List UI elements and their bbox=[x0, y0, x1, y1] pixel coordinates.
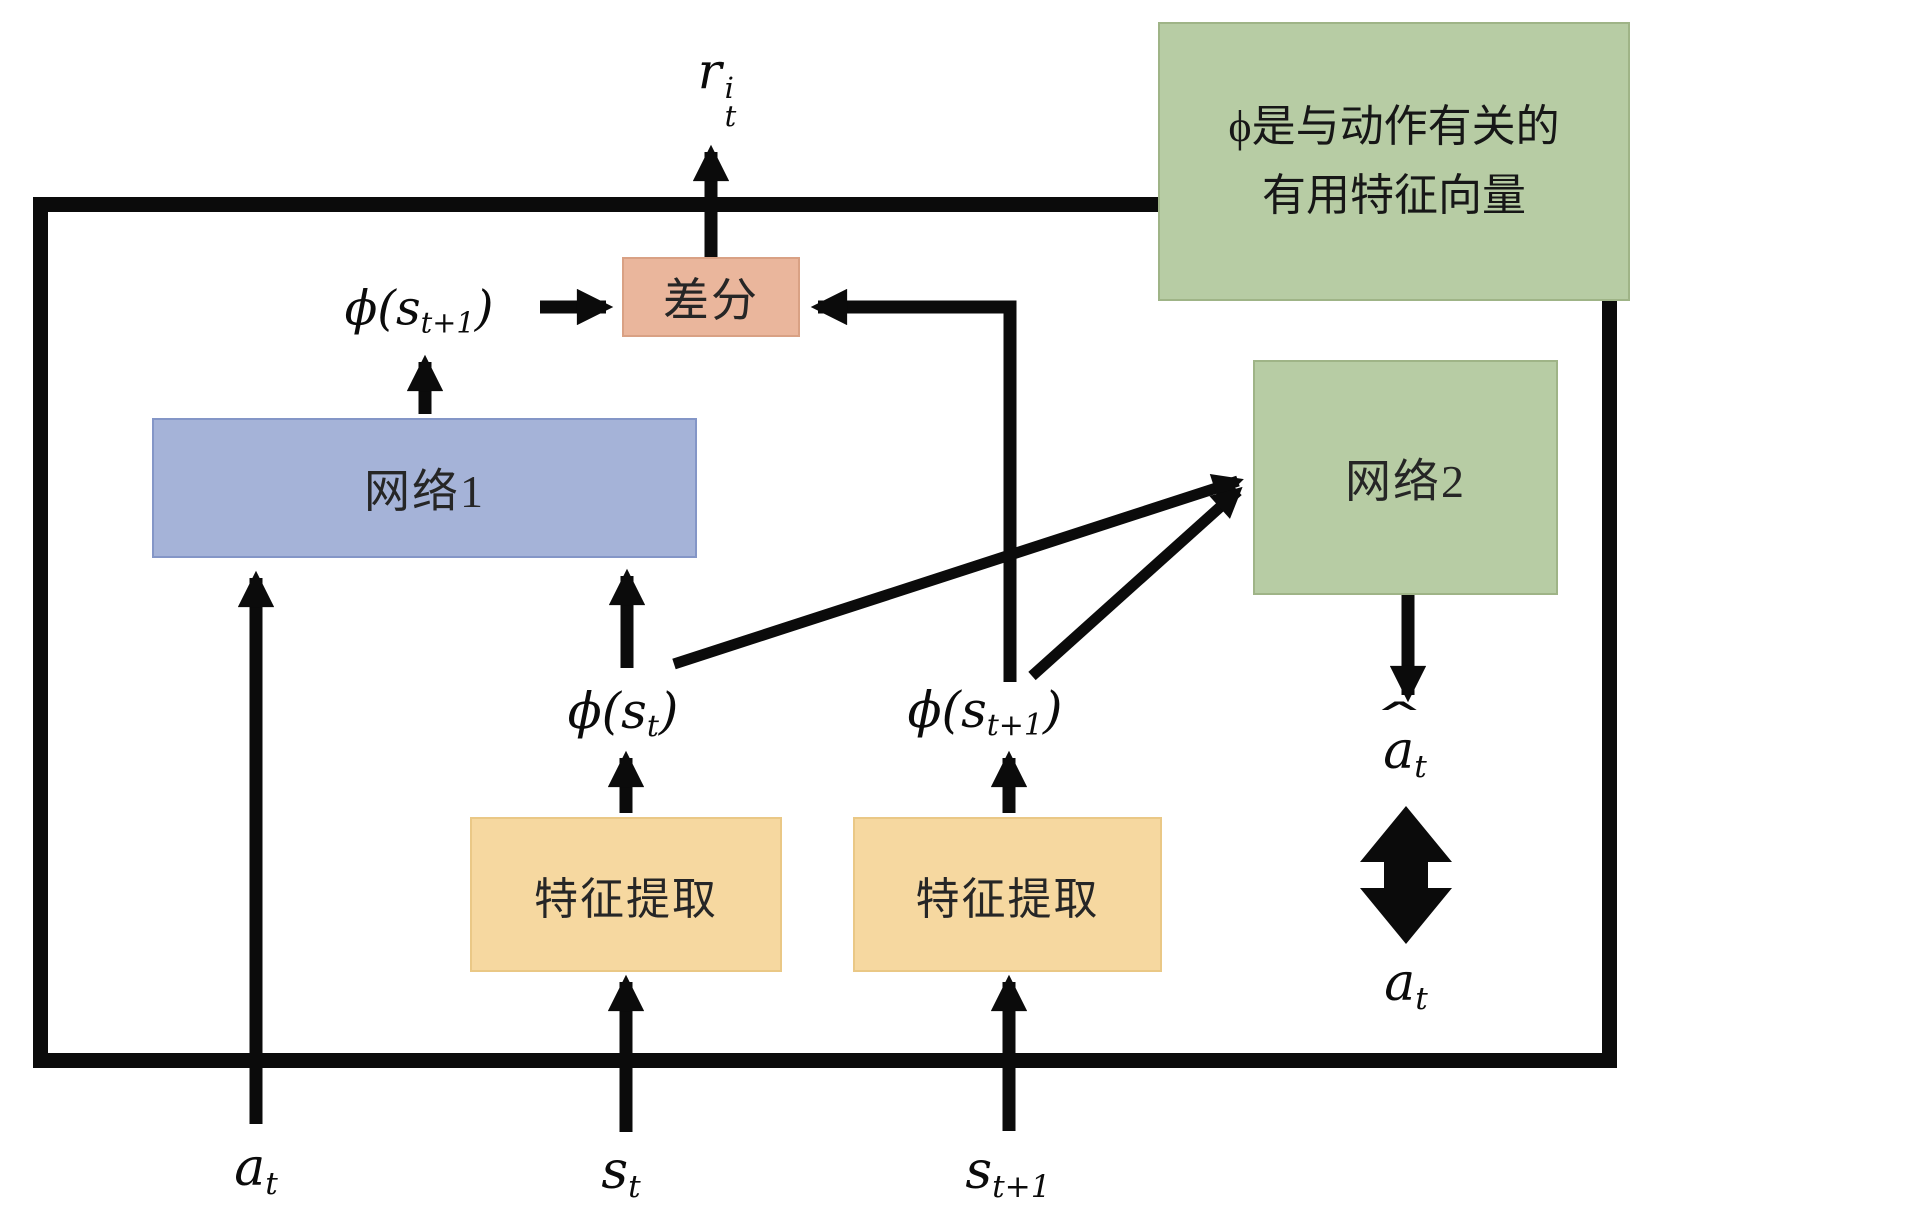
extract1-box: 特征提取 bbox=[470, 817, 782, 972]
phi-next-top-label: ϕ(st+1) bbox=[344, 280, 494, 340]
network2-box: 网络2 bbox=[1253, 360, 1558, 595]
extract2-label: 特征提取 bbox=[915, 874, 1100, 924]
diff-label: 差分 bbox=[663, 275, 759, 326]
network1-box: 网络1 bbox=[152, 418, 697, 558]
note-line2: 有用特征向量 bbox=[1262, 170, 1526, 220]
network2-label: 网络2 bbox=[1345, 455, 1466, 507]
s-t-bottom-label: st bbox=[601, 1141, 641, 1205]
diff-box: 差分 bbox=[622, 257, 800, 337]
reward-sub: t bbox=[724, 98, 737, 133]
a-t-bottom-label: at bbox=[234, 1138, 278, 1202]
reward-base: r bbox=[697, 41, 722, 100]
note-line1: ϕ是与动作有关的 bbox=[1228, 102, 1560, 152]
network1-label: 网络1 bbox=[364, 466, 485, 517]
a-t-right-label: at bbox=[1384, 953, 1428, 1017]
phi-t-label: ϕ(st) bbox=[567, 681, 679, 745]
note-box: ϕ是与动作有关的 有用特征向量 bbox=[1158, 22, 1630, 301]
arrow-phit-to-network2 bbox=[672, 473, 1244, 670]
s-next-bottom-label: st+1 bbox=[965, 1141, 1051, 1205]
arrow-phinextmid-to-network2 bbox=[1028, 486, 1243, 681]
extract1-label: 特征提取 bbox=[534, 874, 718, 924]
arrow-phinextmid-to-diff bbox=[810, 288, 1017, 682]
phi-next-mid-label: ϕ(st+1) bbox=[907, 680, 1063, 744]
double-arrow-ahat-at bbox=[1360, 806, 1452, 944]
extract2-box: 特征提取 bbox=[853, 817, 1162, 972]
reward-sup: i bbox=[724, 71, 734, 106]
